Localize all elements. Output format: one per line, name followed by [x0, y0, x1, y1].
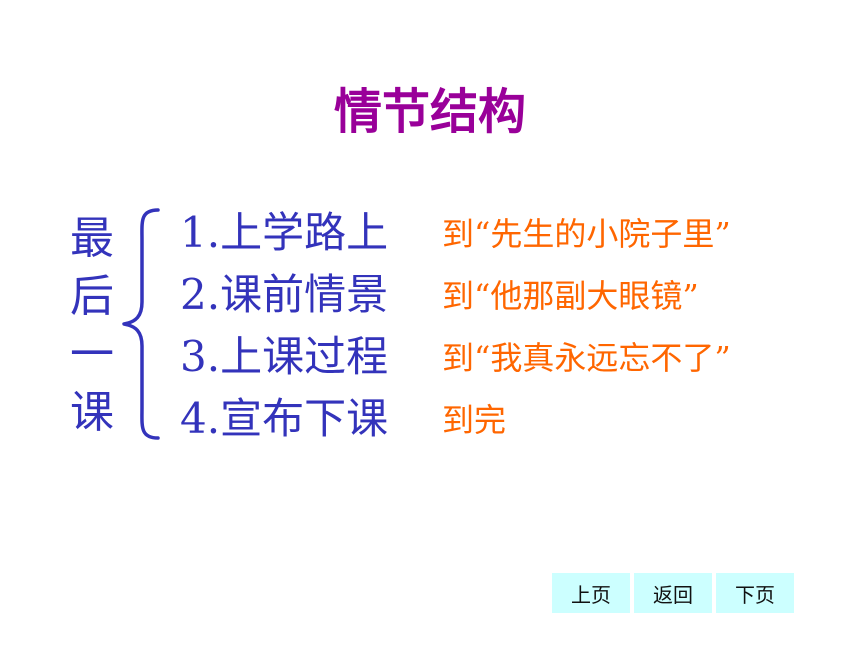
prev-page-button[interactable]: 上页: [552, 573, 630, 613]
structure-row: 3.上课过程 到“我真永远忘不了”: [180, 326, 731, 388]
left-brace-icon: [122, 208, 160, 440]
page-title: 情节结构: [333, 84, 526, 140]
row-note-text: 到完: [442, 401, 507, 439]
structure-row: 1.上学路上 到“先生的小院子里”: [180, 202, 731, 264]
left-brace-path: [122, 208, 160, 440]
structure-list: 1.上学路上 到“先生的小院子里” 2.课前情景 到“他那副大眼镜” 3.上课过…: [180, 202, 731, 450]
row-note-text: 到“我真永远忘不了”: [442, 339, 731, 377]
vertical-label-char: 后: [70, 271, 114, 322]
row-main-text: 2.课前情景: [180, 270, 389, 319]
row-main-text: 3.上课过程: [180, 332, 389, 381]
structure-row: 2.课前情景 到“他那副大眼镜”: [180, 264, 731, 326]
structure-row: 4.宣布下课 到完: [180, 388, 731, 450]
vertical-label-char: 课: [70, 387, 114, 438]
vertical-label-char: 最: [70, 213, 114, 264]
next-page-button[interactable]: 下页: [716, 573, 794, 613]
back-button[interactable]: 返回: [634, 573, 712, 613]
vertical-label-char: 一: [70, 329, 114, 380]
row-main-text: 1.上学路上: [180, 208, 389, 257]
row-note-text: 到“他那副大眼镜”: [442, 277, 699, 315]
row-main-text: 4.宣布下课: [180, 394, 389, 443]
slide-navigation: 上页 返回 下页: [552, 573, 794, 613]
row-note-text: 到“先生的小院子里”: [442, 215, 731, 253]
vertical-label: 最 后 一 课: [66, 210, 118, 442]
